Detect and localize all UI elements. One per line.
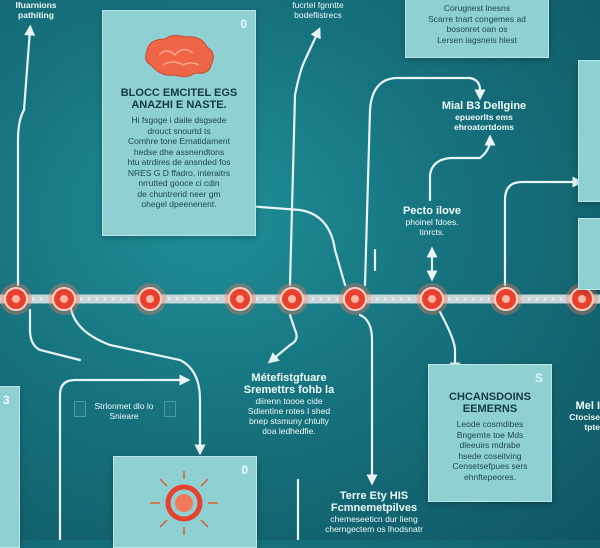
panel-text: Leode cosmdibes bbox=[456, 419, 524, 429]
timeline-node-core bbox=[288, 295, 296, 303]
panel-text: ehnftepeores. bbox=[464, 471, 516, 482]
bottom-center-label: Terre Ety HIS Fcmnemetpilves chemeseetic… bbox=[318, 490, 430, 534]
connector-top-left bbox=[16, 24, 36, 287]
connector-right-panel bbox=[503, 176, 584, 287]
panel-title: EEMERNS bbox=[462, 403, 518, 415]
connector-node3-down bbox=[267, 313, 298, 364]
label-title: Sremettrs fohb la bbox=[243, 384, 335, 396]
label-text: ehroatortdoms bbox=[454, 122, 514, 132]
panel-text: Bngemte toe Mds bbox=[456, 429, 524, 440]
label-text: doa ledhedfie. bbox=[262, 426, 316, 436]
brain-icon bbox=[145, 34, 214, 78]
label-text: chemeseeticn dur lieng bbox=[330, 514, 418, 524]
connector-node-down bbox=[358, 313, 378, 486]
label-text: phoinel fdoes. bbox=[405, 217, 459, 227]
label-text: Strlonmet dlo lo bbox=[94, 401, 154, 411]
panel-title: CHCANSDOINS bbox=[449, 391, 531, 403]
label-text: tinrcts. bbox=[419, 227, 445, 237]
panel-left-edge: 3 bbox=[0, 386, 20, 548]
label-text: epueorlts ems bbox=[455, 112, 513, 122]
connector-right-up bbox=[363, 76, 486, 287]
panel-text: de chuntrerid neer gm bbox=[137, 188, 221, 199]
top-center-label-line: bodeflistrecs bbox=[294, 10, 342, 20]
label-title: Métefistgfuare bbox=[251, 372, 327, 384]
panel-text: Corugnest lnesns bbox=[443, 3, 511, 13]
panel-text: bosonret oan os bbox=[446, 24, 508, 34]
document-icon bbox=[74, 401, 86, 417]
connector-proto-up bbox=[428, 134, 496, 202]
small-label: Strlonmet dlo lo Snieare bbox=[86, 401, 162, 421]
label-text: Ctocise bbox=[569, 412, 600, 422]
panel-number: 0 bbox=[241, 463, 248, 477]
right-edge-label: Mel I Ctocise tpte bbox=[560, 400, 600, 432]
top-center-label-line: fucrtel fgnntte bbox=[292, 0, 344, 10]
panel-bottom-center: 0 bbox=[113, 456, 257, 548]
top-left-label-line: pathiting bbox=[18, 10, 54, 20]
panel-text: Censetsefpues sers bbox=[452, 461, 528, 471]
label-text: Snieare bbox=[109, 411, 139, 421]
timeline-node-core bbox=[502, 295, 510, 303]
label-title: Pecto ilove bbox=[402, 205, 462, 217]
label-text: tpte bbox=[584, 422, 600, 432]
label-title: Mial B3 Dellgine bbox=[441, 100, 527, 112]
label-text: bnep stsmuny chtulty bbox=[249, 416, 329, 426]
panel-right-edge-mid bbox=[578, 218, 600, 290]
timeline-node-core bbox=[578, 295, 586, 303]
panel-top-right: Corugnest lnesns Scarre tnart congemes a… bbox=[405, 0, 549, 58]
label-text: diirenn toooe cide bbox=[255, 396, 323, 406]
cell-icon bbox=[150, 471, 218, 535]
panel-text: Comhre tone Ernatidament bbox=[127, 136, 231, 146]
panel-title: BLOCC EMCITEL EGS bbox=[120, 87, 238, 99]
timeline-node-core bbox=[60, 295, 68, 303]
panel-text: drouct snourtd ts bbox=[147, 125, 211, 136]
connector-left-mid bbox=[58, 374, 191, 540]
timeline-node-core bbox=[428, 295, 436, 303]
panel-text: hedse dhe assnendtons bbox=[133, 146, 225, 157]
label-text: Sdientine rotes I shed bbox=[247, 406, 331, 416]
timeline-node-core bbox=[236, 295, 244, 303]
panel-text: nrrutted gooce ci cdin bbox=[138, 178, 220, 188]
panel-title: ANAZHI E NASTE. bbox=[131, 99, 227, 111]
panel-text: Lersen iagsneis hlest bbox=[437, 34, 517, 45]
panel-text: ohegel dpeenenent. bbox=[141, 199, 217, 209]
label-title: Mel I bbox=[575, 400, 600, 412]
panel-right-edge-top bbox=[578, 60, 600, 202]
center-label: Métefistgfuare Sremettrs fohb la diirenn… bbox=[218, 372, 360, 436]
connector-left-down bbox=[28, 308, 82, 362]
panel-text: NRES G D ffadro, interaitrs bbox=[127, 167, 231, 178]
panel-text: dleeuirs mdrabe bbox=[459, 440, 521, 450]
connector-panel1-down bbox=[68, 298, 206, 456]
timeline-node-core bbox=[351, 295, 359, 303]
mid-right-label: Mial B3 Dellgine epueorlts ems ehroatort… bbox=[416, 100, 552, 132]
panel-text: Scarre tnart congemes ad bbox=[428, 13, 526, 24]
panel-number: 3 bbox=[3, 393, 10, 407]
connector-top-center bbox=[288, 27, 321, 287]
connector-panel1-right bbox=[233, 203, 347, 287]
panel-text: htu atrdires de ansnded fos bbox=[127, 157, 231, 167]
connector-bottom-right bbox=[438, 310, 461, 374]
document-icon bbox=[164, 401, 176, 417]
panel-number: 0 bbox=[240, 17, 247, 31]
top-center-label: fucrtel fgnntte bodeflistrecs bbox=[268, 0, 368, 20]
proto-label: Pecto ilove phoinel fdoes. tinrcts. bbox=[386, 205, 478, 237]
label-title: Terre Ety HIS bbox=[339, 490, 409, 502]
panel-text: Hi fsgoge i daile dsgsede bbox=[131, 115, 227, 125]
panel-number: S bbox=[534, 371, 543, 385]
timeline-node-core bbox=[12, 295, 20, 303]
panel-text: hsede coseitving bbox=[458, 450, 522, 461]
label-title: Fcmnemetpilves bbox=[330, 502, 418, 514]
top-left-label-line: Ifuarnions bbox=[15, 0, 57, 10]
timeline-node-core bbox=[146, 295, 154, 303]
panel-blocc: 0 BLOCC EMCITEL EGS ANAZHI E NASTE. Hi f… bbox=[102, 10, 256, 236]
panel-chcansdoins: S CHCANSDOINS EEMERNS Leode cosmdibes Bn… bbox=[428, 364, 552, 502]
top-left-label: Ifuarnions pathiting bbox=[0, 0, 72, 20]
label-text: cherngectem os lhodsnatr bbox=[325, 524, 423, 534]
